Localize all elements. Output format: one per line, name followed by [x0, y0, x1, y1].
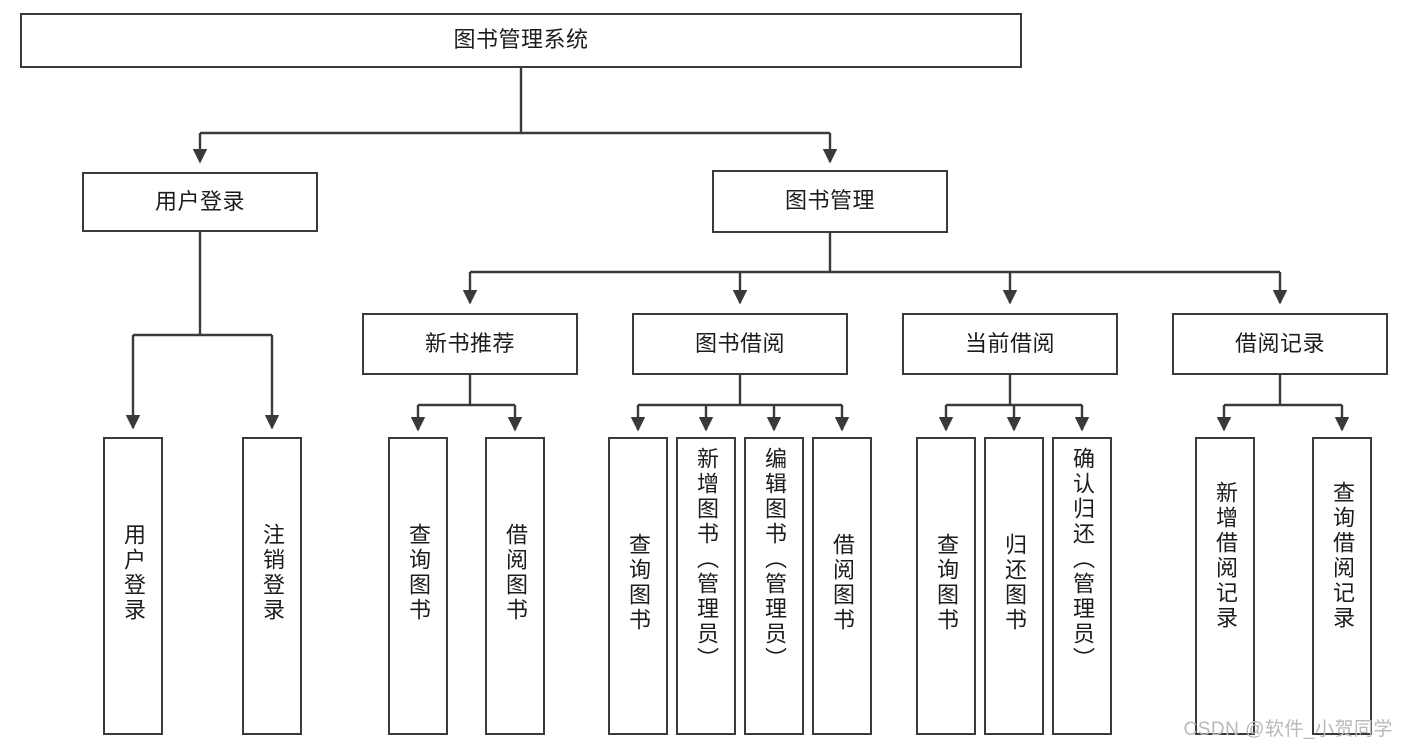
- node-label: 归还图书: [1002, 533, 1027, 633]
- node-root-system[interactable]: 图书管理系统: [20, 13, 1022, 68]
- node-label: 图书借阅: [694, 330, 785, 356]
- node-label: 用户登录: [154, 188, 245, 214]
- node-label: 新增借阅记录: [1213, 481, 1238, 631]
- node-label: 查询借阅记录: [1330, 481, 1355, 631]
- node-label: 新书推荐: [424, 330, 515, 356]
- node-label: 借阅记录: [1234, 330, 1325, 356]
- leaf-edit-book[interactable]: 编辑图书（管理员）: [744, 437, 804, 735]
- node-label: 当前借阅: [964, 330, 1055, 356]
- node-current-borrow[interactable]: 当前借阅: [902, 313, 1118, 375]
- node-label: 注销登录: [260, 523, 285, 623]
- node-label: 查询图书: [406, 523, 431, 623]
- leaf-user-login[interactable]: 用户登录: [103, 437, 163, 735]
- node-user-login[interactable]: 用户登录: [82, 172, 318, 232]
- node-label: 查询图书: [626, 533, 651, 633]
- csdn-watermark: CSDN @软件_小贺同学: [1183, 719, 1393, 740]
- node-book-borrow[interactable]: 图书借阅: [632, 313, 848, 375]
- node-label: 用户登录: [121, 523, 146, 623]
- leaf-borrow-book[interactable]: 借阅图书: [812, 437, 872, 735]
- leaf-query-book-borrow[interactable]: 查询图书: [608, 437, 668, 735]
- leaf-add-book[interactable]: 新增图书（管理员）: [676, 437, 736, 735]
- node-label: 借阅图书: [830, 533, 855, 633]
- leaf-logout-login[interactable]: 注销登录: [242, 437, 302, 735]
- node-new-book-recommend[interactable]: 新书推荐: [362, 313, 578, 375]
- node-label: 确认归还（管理员）: [1070, 447, 1095, 672]
- leaf-query-book-current[interactable]: 查询图书: [916, 437, 976, 735]
- node-label: 查询图书: [934, 533, 959, 633]
- node-book-manage[interactable]: 图书管理: [712, 170, 948, 233]
- node-label: 编辑图书（管理员）: [762, 447, 787, 672]
- leaf-add-borrow-record[interactable]: 新增借阅记录: [1195, 437, 1255, 735]
- node-borrow-record[interactable]: 借阅记录: [1172, 313, 1388, 375]
- node-label: 新增图书（管理员）: [694, 447, 719, 672]
- node-label: 图书管理: [784, 188, 875, 214]
- leaf-confirm-return[interactable]: 确认归还（管理员）: [1052, 437, 1112, 735]
- node-label: 借阅图书: [503, 523, 528, 623]
- leaf-query-borrow-record[interactable]: 查询借阅记录: [1312, 437, 1372, 735]
- node-label: 图书管理系统: [453, 27, 589, 53]
- leaf-borrow-book-recommend[interactable]: 借阅图书: [485, 437, 545, 735]
- leaf-query-book-recommend[interactable]: 查询图书: [388, 437, 448, 735]
- leaf-return-book[interactable]: 归还图书: [984, 437, 1044, 735]
